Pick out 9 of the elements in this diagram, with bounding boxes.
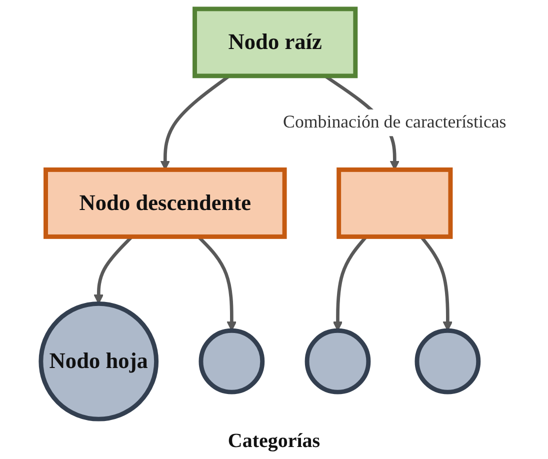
node-circle [199, 328, 266, 394]
node-box [337, 167, 454, 239]
node-box: Nodo descendente [44, 167, 288, 239]
node-box: Nodo raíz [192, 6, 358, 78]
node-circle [415, 328, 482, 394]
node-circle: Nodo hoja [39, 301, 159, 422]
edge-label: Combinación de características [283, 112, 507, 132]
node-circle [305, 328, 372, 394]
caption-text: Categorías [228, 430, 320, 453]
